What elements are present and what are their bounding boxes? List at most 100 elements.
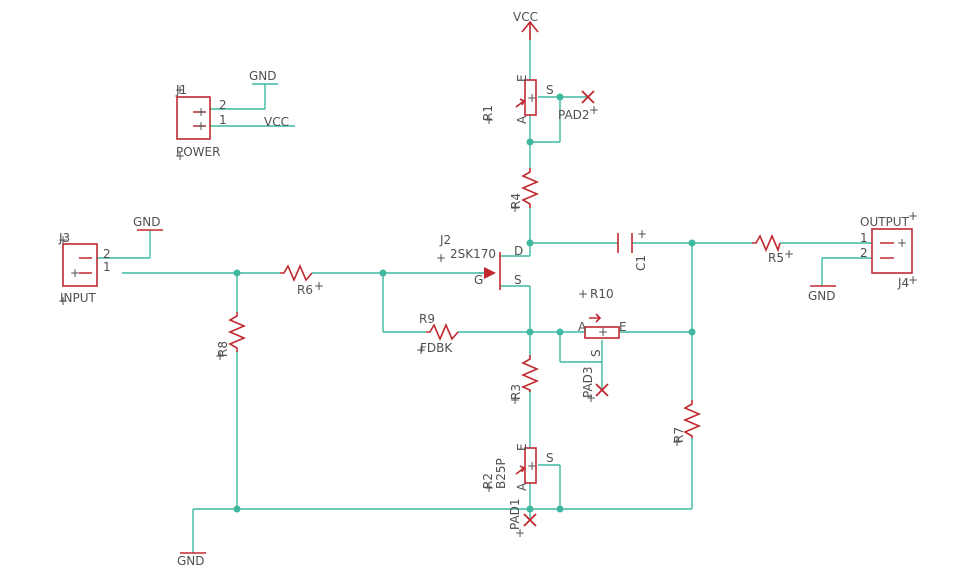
- gnd-j3-label: GND: [133, 215, 161, 229]
- svg-text:+: +: [484, 113, 494, 127]
- r2-pin-s: S: [546, 451, 554, 465]
- j1-pin2: 2: [219, 98, 227, 112]
- j4-pin2: 2: [860, 246, 868, 260]
- svg-text:+: +: [589, 103, 599, 117]
- gnd-j4-symbol: GND: [808, 285, 836, 303]
- vcc-j1-symbol: VCC: [264, 115, 289, 129]
- r10-pin-a: A: [578, 320, 587, 334]
- j2-pin-s: S: [514, 273, 522, 287]
- trimmer-r10: + R10 A E S: [578, 287, 627, 357]
- gnd-j1-label: GND: [249, 69, 277, 83]
- r2-ref: R2: [481, 473, 495, 489]
- svg-text:+: +: [578, 287, 588, 301]
- junction-dot: [556, 328, 564, 336]
- svg-text:+: +: [314, 279, 324, 293]
- r8-ref: R8: [216, 341, 230, 357]
- pad3-label: PAD3: [581, 366, 595, 398]
- junction-dot: [526, 138, 534, 146]
- svg-text:+: +: [637, 227, 647, 241]
- j2-pin-g: G: [474, 273, 483, 287]
- j2-value: 2SK170: [450, 247, 496, 261]
- r4-ref: R4: [509, 193, 523, 209]
- gnd-bottom-symbol: GND: [177, 552, 206, 568]
- junctions: [233, 93, 696, 513]
- svg-text:+: +: [196, 119, 206, 133]
- c1-ref: C1: [634, 255, 648, 271]
- connector-j3: + J3 INPUT 2 1: [58, 231, 111, 305]
- r9-ref: R9: [419, 312, 435, 326]
- jfet-j2: J2 2SK170 D G S: [439, 233, 523, 290]
- svg-text:+: +: [70, 266, 80, 280]
- j1-name: POWER: [176, 145, 220, 159]
- resistor-r7: R7: [672, 400, 702, 443]
- trimmer-r2: + R2 B25P E A S: [481, 443, 554, 491]
- svg-text:+: +: [58, 233, 68, 247]
- j4-pin1: 1: [860, 231, 868, 245]
- junction-dot: [233, 505, 241, 513]
- junction-dot: [526, 239, 534, 247]
- junction-dot: [233, 269, 241, 277]
- vcc-top-label: VCC: [513, 10, 538, 24]
- j4-ref: J4: [897, 276, 909, 290]
- r7-ref: R7: [672, 427, 686, 443]
- gnd-j1-symbol: GND: [249, 69, 278, 85]
- gnd-j3-symbol: GND: [133, 215, 163, 231]
- j2-pin-d: D: [514, 244, 523, 258]
- svg-text:+: +: [175, 149, 185, 163]
- trimmer-r1: + R1 E A S: [481, 74, 554, 124]
- connector-j4: + OUTPUT J4 1 2: [860, 215, 913, 290]
- svg-text:+: +: [515, 526, 525, 540]
- svg-text:+: +: [416, 343, 426, 357]
- junction-dot: [688, 328, 696, 336]
- j2-ref: J2: [439, 233, 451, 247]
- svg-text:+: +: [510, 393, 520, 407]
- resistor-r3: R3: [509, 355, 540, 400]
- resistor-r4: R4: [509, 168, 540, 209]
- svg-text:+: +: [484, 481, 494, 495]
- j3-pin2: 2: [103, 247, 111, 261]
- vcc-top-symbol: VCC: [513, 10, 539, 40]
- j1-pin1: 1: [219, 113, 227, 127]
- pad2: PAD2: [558, 90, 595, 122]
- r1-pin-e: E: [515, 74, 529, 82]
- j3-ref: J3: [58, 231, 70, 245]
- wires: [97, 30, 872, 553]
- r2-value: B25P: [494, 458, 508, 489]
- r1-pin-s: S: [546, 83, 554, 97]
- junction-dot: [688, 239, 696, 247]
- r9-value: FDBK: [420, 341, 453, 355]
- resistor-r6: R6: [280, 263, 313, 297]
- svg-text:+: +: [196, 105, 206, 119]
- junction-dot: [556, 93, 564, 101]
- r10-ref: R10: [590, 287, 614, 301]
- junction-dot: [556, 505, 564, 513]
- svg-text:+: +: [672, 435, 682, 449]
- r2-pin-e: E: [515, 443, 529, 451]
- junction-dot: [379, 269, 387, 277]
- svg-text:+: +: [175, 83, 185, 97]
- junction-dot: [526, 505, 534, 513]
- r2-pin-a: A: [515, 482, 529, 491]
- j1-ref: J1: [175, 83, 187, 97]
- svg-text:+: +: [908, 209, 918, 223]
- r6-ref: R6: [297, 283, 313, 297]
- pad3: PAD3: [581, 366, 609, 398]
- svg-text:+: +: [897, 236, 907, 250]
- svg-text:+: +: [598, 325, 608, 339]
- gnd-j4-label: GND: [808, 289, 836, 303]
- pad2-label: PAD2: [558, 108, 590, 122]
- junction-dot: [526, 328, 534, 336]
- svg-text:+: +: [527, 91, 537, 105]
- pad1: PAD1: [508, 498, 537, 530]
- svg-text:+: +: [215, 349, 225, 363]
- j3-pin1: 1: [103, 260, 111, 274]
- resistor-r5: R5: [752, 233, 784, 265]
- resistor-r8: R8: [216, 312, 247, 357]
- r3-ref: R3: [509, 384, 523, 400]
- r5-ref: R5: [768, 251, 784, 265]
- resistor-r9: R9 FDBK: [419, 312, 459, 355]
- svg-text:+: +: [510, 201, 520, 215]
- r1-pin-a: A: [515, 115, 529, 124]
- capacitor-c1: C1: [617, 233, 648, 271]
